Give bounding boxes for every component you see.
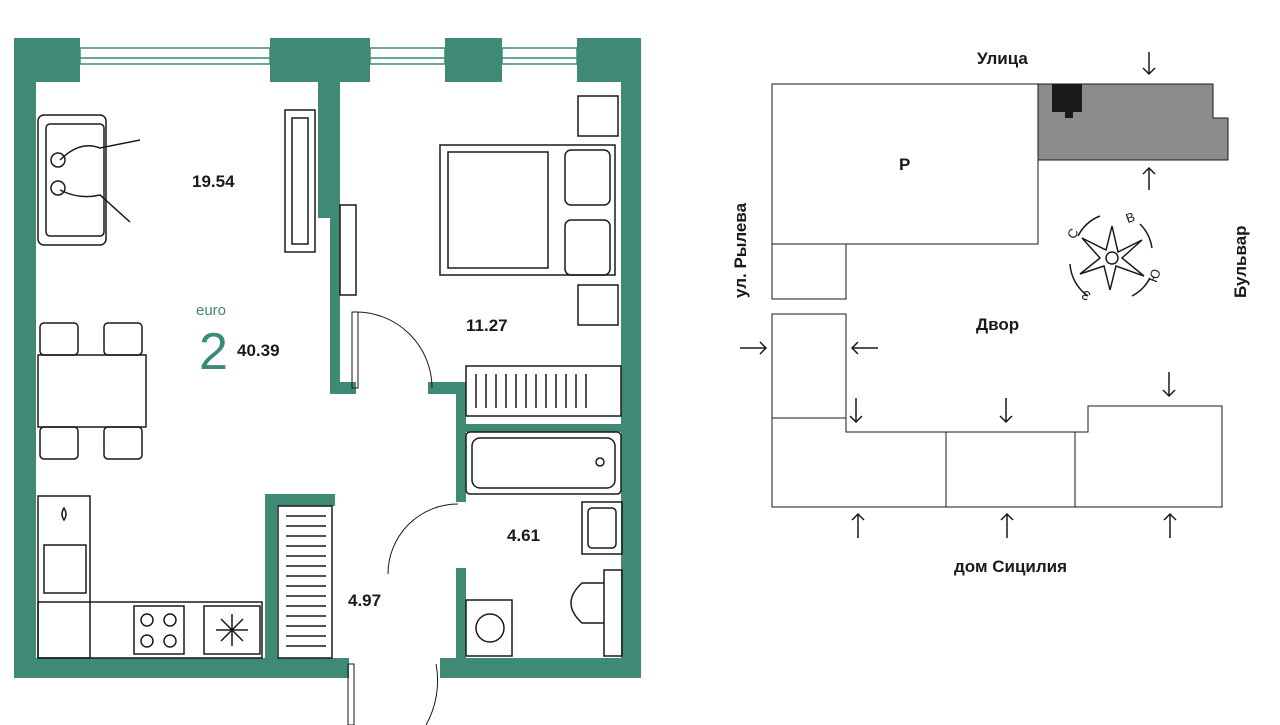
sofa-icon xyxy=(37,114,141,246)
street-right-label: Бульвар xyxy=(1231,225,1250,298)
total-area: 40.39 xyxy=(237,341,280,360)
kitchen-icon xyxy=(37,495,263,659)
parking-label: P xyxy=(899,155,911,174)
radiator-icon xyxy=(465,365,622,417)
door-swings xyxy=(347,311,459,725)
sink-icon xyxy=(581,501,623,555)
wardrobe-icon xyxy=(277,505,333,659)
dining-table-icon xyxy=(37,322,147,460)
street-top-label: Улица xyxy=(977,49,1028,68)
hall-area: 4.97 xyxy=(348,591,382,610)
small-building xyxy=(771,243,847,300)
yard-label: Двор xyxy=(976,315,1020,334)
house-label: дом Сицилия xyxy=(954,557,1068,576)
bathroom-area: 4.61 xyxy=(507,526,541,545)
bed-icon xyxy=(439,95,619,326)
tv-stand-icon xyxy=(284,109,357,296)
parking-building xyxy=(771,83,1039,245)
floor-plan xyxy=(14,38,641,725)
washing-machine-icon xyxy=(465,599,513,657)
windows xyxy=(79,47,578,65)
bedroom-area: 11.27 xyxy=(466,316,508,335)
entrance-arrows xyxy=(740,52,1177,538)
compass-icon xyxy=(1069,215,1153,297)
living-room-area: 19.54 xyxy=(192,172,235,191)
site-plan xyxy=(740,52,1229,538)
rooms-count: 2 xyxy=(199,323,228,381)
highlighted-building xyxy=(1037,83,1229,161)
bathtub-icon xyxy=(465,431,622,495)
exterior-walls xyxy=(14,38,641,678)
street-left-label: ул. Рылева xyxy=(731,202,750,298)
toilet-icon xyxy=(570,569,623,657)
selected-section xyxy=(1052,84,1082,112)
sicilia-house xyxy=(771,313,1223,508)
plan-type-label: euro xyxy=(196,302,227,319)
